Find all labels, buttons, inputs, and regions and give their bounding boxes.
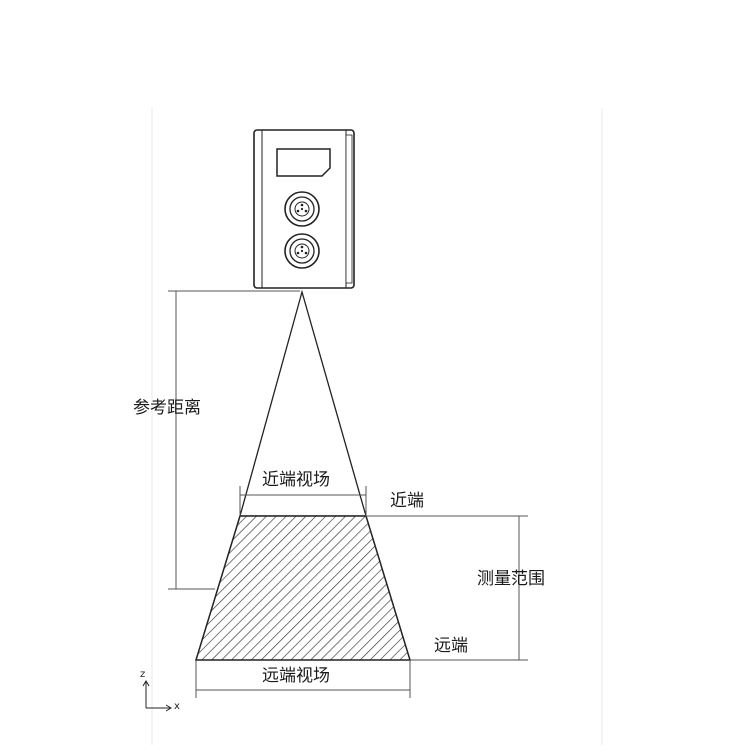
near-end-label: 近端 (390, 491, 424, 511)
x-axis-label: x (174, 701, 180, 712)
connector-icon-top (284, 191, 320, 227)
far-end-label: 远端 (434, 636, 468, 656)
sensor-display-window (276, 148, 331, 177)
measuring-range-label: 测量范围 (477, 569, 545, 589)
coordinate-axes-icon (142, 680, 172, 712)
near-fov-label: 近端视场 (262, 470, 330, 490)
z-axis-label: z (140, 669, 146, 680)
sensor-device (253, 129, 355, 289)
measuring-range-area (194, 515, 412, 661)
sensor-side-strip (345, 134, 353, 284)
connector-icon-bottom (284, 233, 320, 269)
far-fov-label: 远端视场 (262, 666, 330, 686)
reference-distance-label: 参考距离 (133, 398, 201, 418)
